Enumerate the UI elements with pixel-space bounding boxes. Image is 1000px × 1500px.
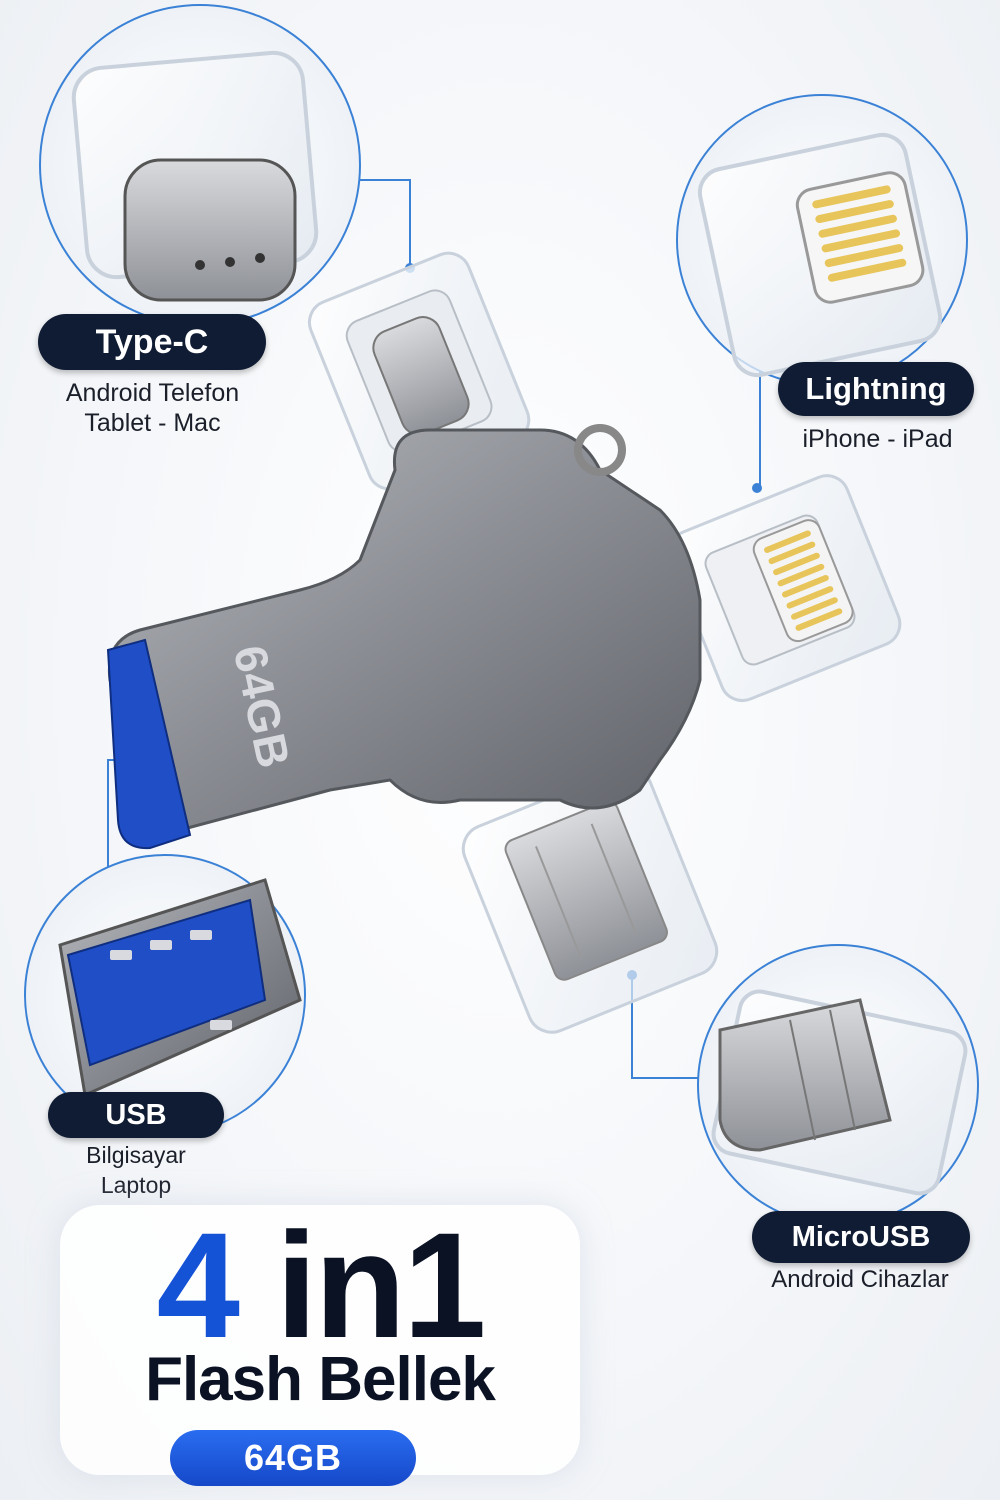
flash-drive-body [106, 251, 902, 1034]
label-lightning: Lightning [778, 362, 974, 416]
caption-lightning: iPhone - iPad [760, 424, 995, 454]
promo-in-one: in1 [275, 1201, 487, 1369]
caption-microusb: Android Cihazlar [740, 1265, 980, 1295]
caption-typec-line2: Tablet - Mac [84, 409, 221, 437]
zoom-circle-lightning [676, 94, 968, 386]
label-typec: Type-C [38, 314, 266, 370]
promo-number: 4 [156, 1201, 240, 1369]
label-microusb: MicroUSB [752, 1211, 970, 1263]
promo-headline: 4 in1 [60, 1210, 580, 1360]
promo-subtitle: Flash Bellek [145, 1345, 496, 1414]
caption-microusb-line1: Android Cihazlar [771, 1266, 949, 1293]
caption-usb: Bilgisayar Laptop [36, 1140, 236, 1200]
caption-usb-line1: Bilgisayar [86, 1142, 186, 1168]
caption-usb-line2: Laptop [100, 1172, 172, 1198]
caption-lightning-line1: iPhone - iPad [802, 425, 953, 453]
label-usb: USB [48, 1092, 224, 1138]
zoom-circle-microusb [697, 944, 979, 1226]
caption-typec-line1: Android Telefon [65, 379, 240, 407]
zoom-circle-typec [39, 4, 361, 326]
zoom-circle-usb [24, 854, 306, 1136]
caption-typec: Android Telefon Tablet - Mac [20, 378, 285, 438]
capacity-badge: 64GB [170, 1430, 416, 1486]
